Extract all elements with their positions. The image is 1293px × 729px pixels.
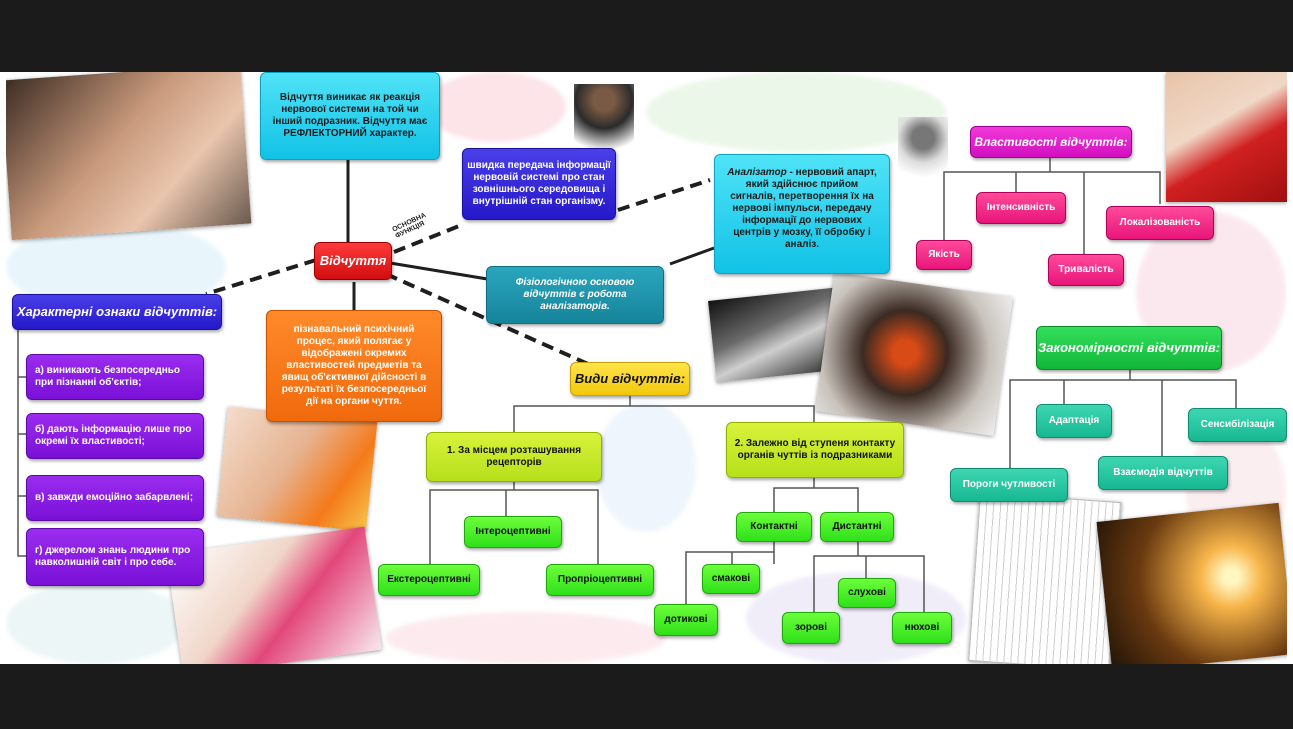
types-title: Види відчуттів: xyxy=(570,362,690,396)
distant-item: слухові xyxy=(838,578,896,608)
property-item: Тривалість xyxy=(1048,254,1124,286)
contact-item: дотикові xyxy=(654,604,718,636)
physiology-box: Фізіологічною основою відчуттів є робота… xyxy=(486,266,664,324)
property-item: Локалізованість xyxy=(1106,206,1214,240)
mindmap-canvas: ОСНОВНА ФУНКЦІЯ Відчуття виникає як реак… xyxy=(6,72,1287,664)
feature-item: б) дають інформацію лише про окремі їх в… xyxy=(26,413,204,459)
definition-box: Відчуття виникає як реакція нервової сис… xyxy=(260,72,440,160)
property-item: Інтенсивність xyxy=(976,192,1066,224)
type-by-contact: 2. Залежно від ступеня контакту органів … xyxy=(726,422,904,478)
process-box: пізнавальний психічний процес, який поля… xyxy=(266,310,442,422)
top-black-bar xyxy=(0,0,1293,72)
location-item: Екстероцептивні xyxy=(378,564,480,596)
decor-splash xyxy=(646,72,946,152)
decor-splash xyxy=(426,72,566,142)
distant-item: нюхові xyxy=(892,612,952,644)
distant-node: Дистантні xyxy=(820,512,894,542)
analyzer-title: Аналізатор xyxy=(727,167,787,178)
property-item: Якість xyxy=(916,240,972,270)
location-item: Інтероцептивні xyxy=(464,516,562,548)
feature-item: а) виникають безпосередньо при пізнанні … xyxy=(26,354,204,400)
analyzer-box: Аналізатор - нервовий апарт, який здійсн… xyxy=(714,154,890,274)
location-item: Пропріоцептивні xyxy=(546,564,654,596)
center-node: Відчуття xyxy=(314,242,392,280)
function-box: швидка передача інформації нервовій сист… xyxy=(462,148,616,220)
laws-title: Закономірності відчуттів: xyxy=(1036,326,1222,370)
law-item: Взаємодія відчуттів xyxy=(1098,456,1228,490)
decor-splash xyxy=(386,612,666,664)
contact-item: смакові xyxy=(702,564,760,594)
decor-splash xyxy=(596,402,696,532)
ghost-figure-image xyxy=(898,117,948,187)
analyzer-text: - нервовий апарт, який здійснює прийом с… xyxy=(730,167,877,250)
feature-item: г) джерелом знань людини про навколишній… xyxy=(26,528,204,586)
distant-item: зорові xyxy=(782,612,840,644)
woman-apple-image xyxy=(1166,72,1287,202)
properties-title: Властивості відчуттів: xyxy=(970,126,1132,158)
decor-splash xyxy=(6,582,186,664)
feature-item: в) завжди емоційно забарвлені; xyxy=(26,475,204,521)
law-item: Пороги чутливості xyxy=(950,468,1068,502)
features-title: Характерні ознаки відчуттів: xyxy=(12,294,222,330)
law-item: Сенсибілізація xyxy=(1188,408,1287,442)
contact-node: Контактні xyxy=(736,512,812,542)
type-by-location: 1. За місцем розташування рецепторів xyxy=(426,432,602,482)
law-item: Адаптація xyxy=(1036,404,1112,438)
bottom-black-bar xyxy=(0,664,1293,729)
